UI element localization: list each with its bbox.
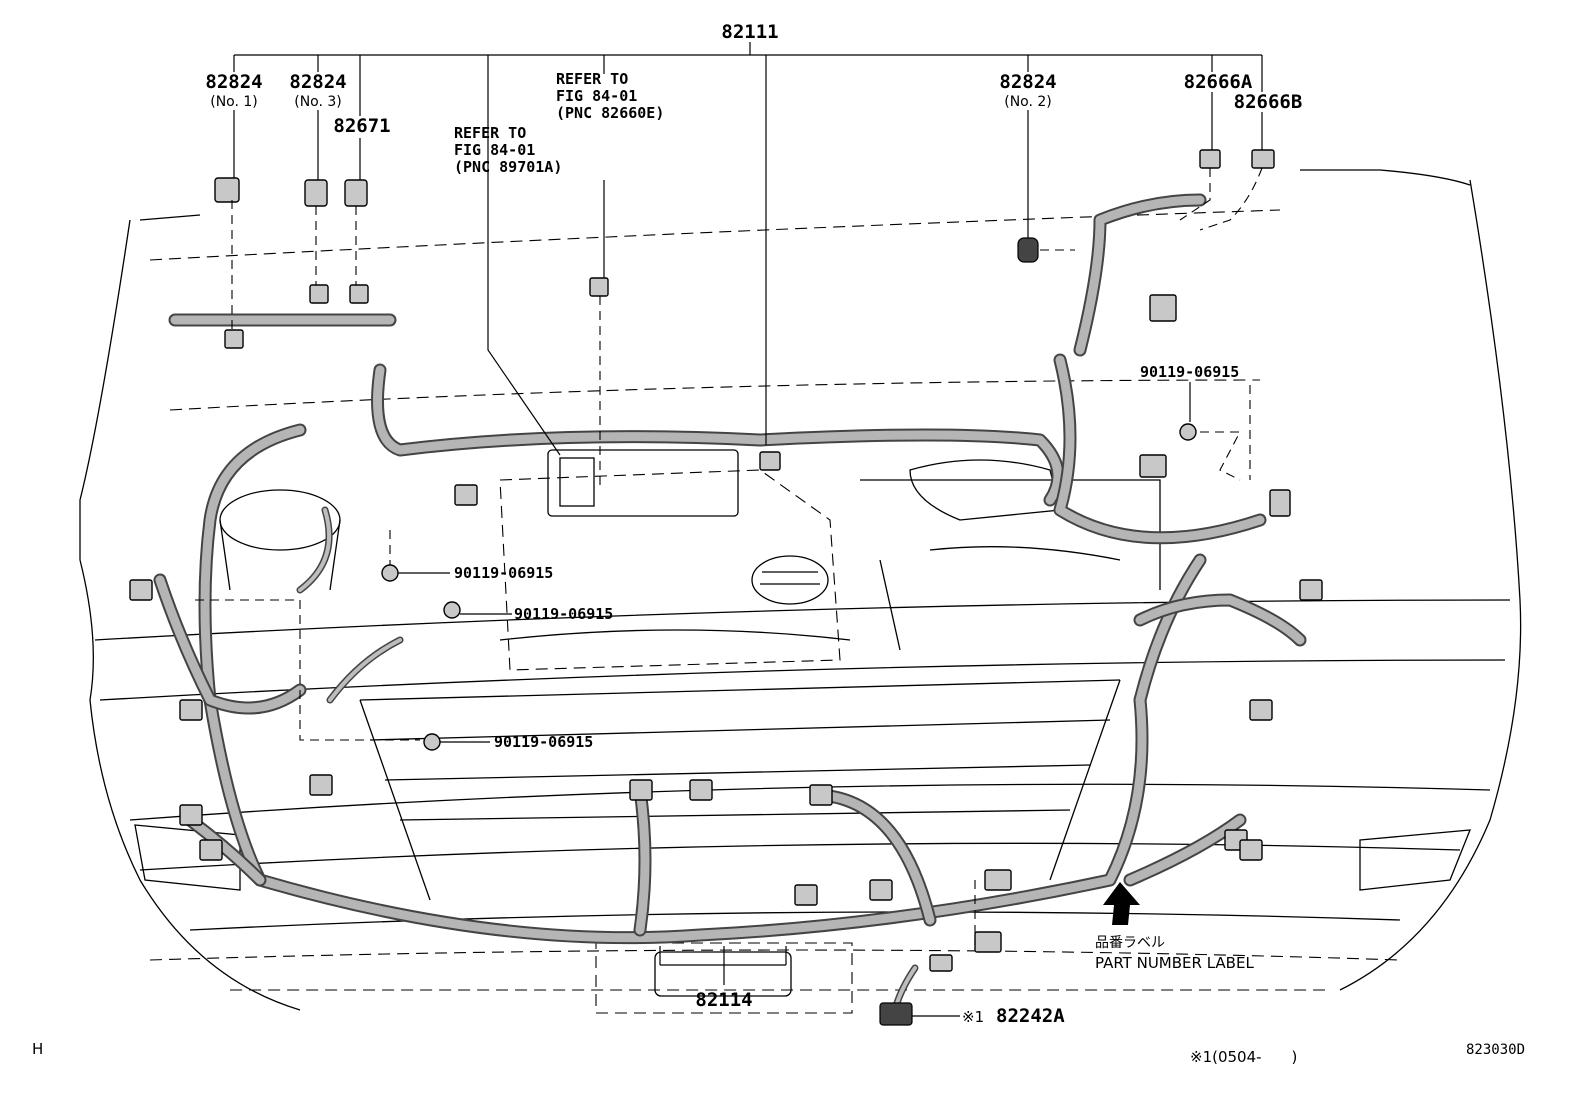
part-number-label-en: PART NUMBER LABEL [1095, 954, 1254, 972]
label-82824-no2: 82824 [999, 71, 1056, 93]
refer-b-line3: (PNC 89701A) [454, 158, 562, 176]
sub-harness-mark: ※1 [962, 1008, 984, 1026]
part-labels: 82111 82824 (No. 1) 82824 (No. 3) 82671 … [32, 21, 1525, 1066]
footer-note: ※1(0504- ) [1190, 1048, 1297, 1066]
label-bolt-right: 90119-06915 [1140, 363, 1239, 381]
label-82824-no1-note: (No. 1) [210, 94, 258, 110]
refer-a-line2: FIG 84-01 [556, 87, 637, 105]
refer-b-line1: REFER TO [454, 124, 526, 142]
dashed-indicators [195, 167, 1263, 945]
refer-a-line1: REFER TO [556, 70, 628, 88]
part-number-label-arrow [1103, 882, 1140, 925]
label-bolt-left-lower: 90119-06915 [494, 733, 593, 751]
label-82824-no3: 82824 [289, 71, 346, 93]
diagram-code: 823030D [1466, 1042, 1525, 1058]
harness-connectors [129, 149, 1323, 1026]
label-bolt-left-middle: 90119-06915 [514, 605, 613, 623]
footer-left-mark: H [32, 1040, 43, 1058]
label-82824-no1: 82824 [205, 71, 262, 93]
label-82824-no3-note: (No. 3) [294, 94, 342, 110]
label-82671: 82671 [333, 115, 390, 137]
label-82111: 82111 [721, 21, 778, 43]
label-bolt-left-upper: 90119-06915 [454, 564, 553, 582]
part-number-label-jp: 品番ラベル [1095, 935, 1165, 951]
label-82242a: 82242A [996, 1005, 1065, 1027]
refer-b-line2: FIG 84-01 [454, 141, 535, 159]
vehicle-body-outline [79, 169, 1522, 1014]
label-82114: 82114 [695, 989, 752, 1011]
leader-lines [233, 42, 1263, 1017]
wire-harness-main [153, 193, 1307, 1014]
refer-a-line3: (PNC 82660E) [556, 104, 664, 122]
label-82824-no2-note: (No. 2) [1004, 94, 1052, 110]
label-82666a: 82666A [1184, 71, 1253, 93]
label-82666b: 82666B [1234, 91, 1303, 113]
